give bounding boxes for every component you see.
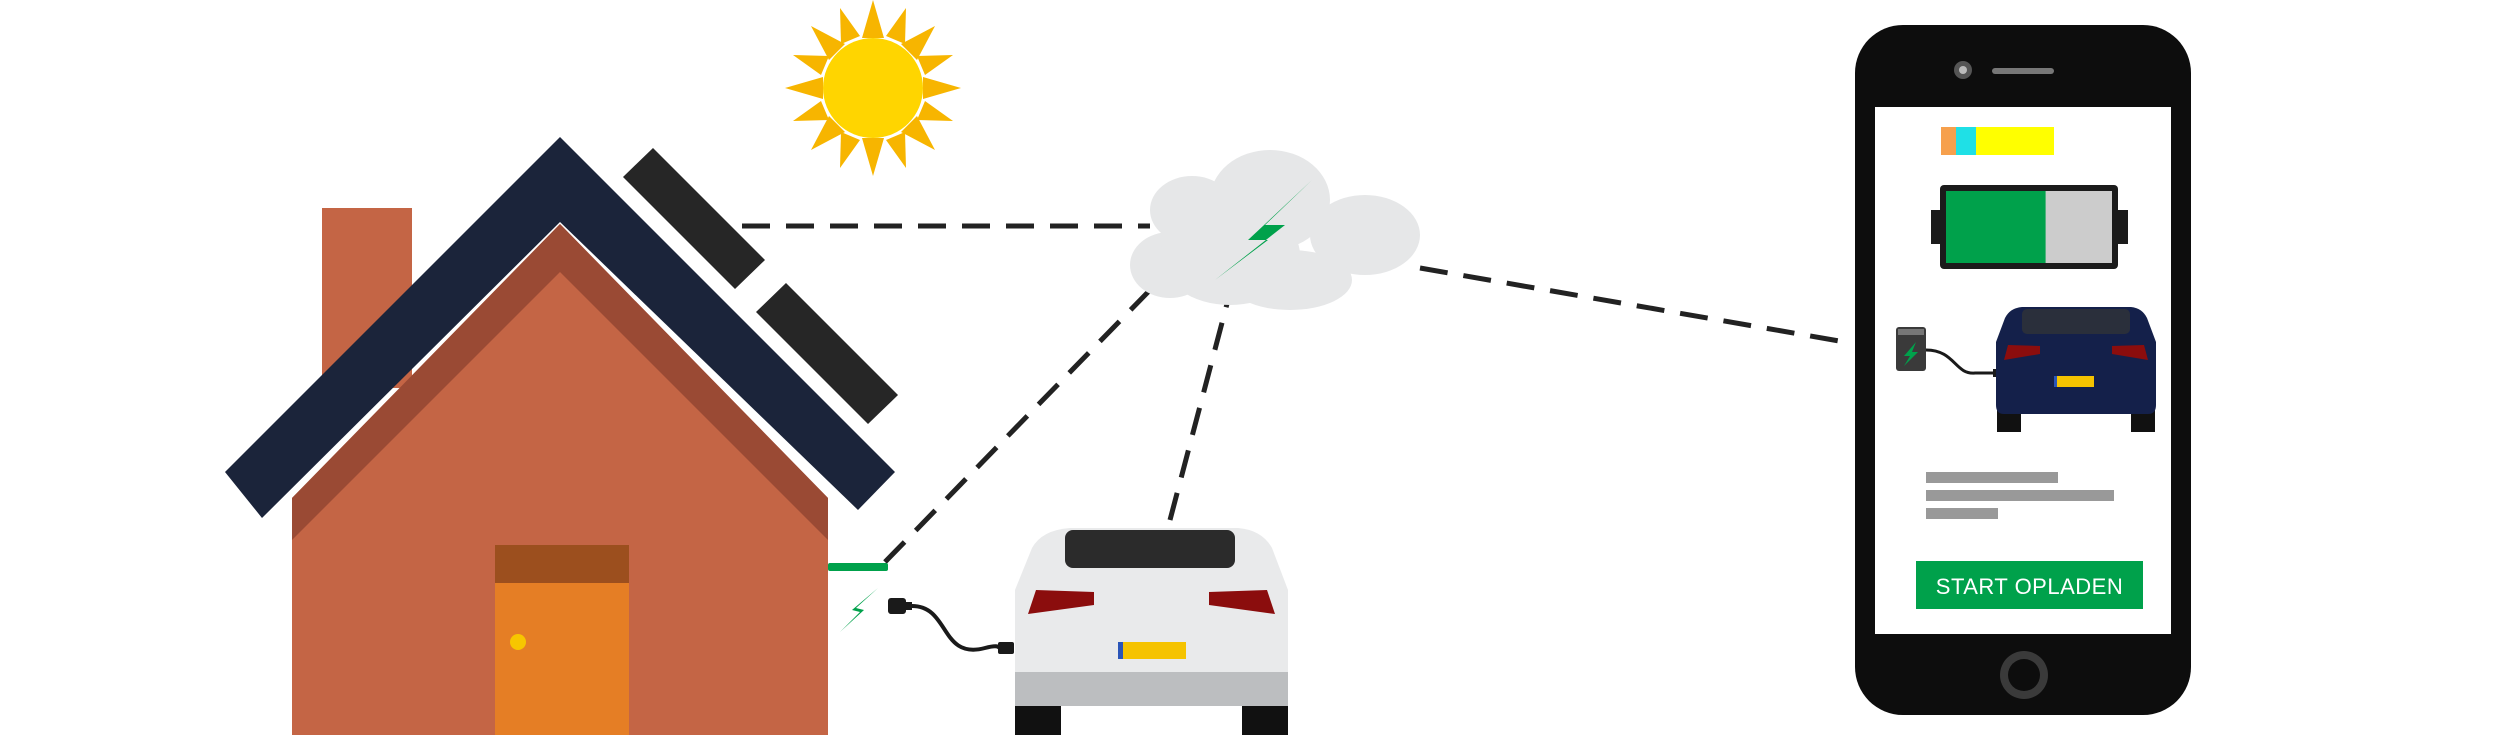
door — [495, 583, 629, 735]
line-charger-to-cloud — [883, 288, 1152, 564]
house — [225, 137, 898, 735]
status-strip — [1941, 127, 2054, 155]
sun-icon — [785, 0, 961, 176]
line-cloud-to-phone — [1419, 265, 1846, 345]
text-placeholder-lines — [1926, 472, 2114, 519]
house-roof — [225, 137, 895, 518]
car-taillight-left — [1028, 590, 1094, 614]
license-plate — [1118, 642, 1186, 659]
car-blue — [1996, 307, 2156, 432]
start-charging-button-label: START OPLADEN — [1936, 574, 2123, 599]
line-car-to-cloud — [1167, 299, 1231, 521]
battery-icon — [1931, 185, 2128, 269]
start-charging-button[interactable]: START OPLADEN — [1916, 561, 2143, 609]
charging-plug-icon — [888, 598, 906, 614]
wall-charger — [828, 563, 888, 571]
smartphone: START OPLADEN — [1855, 25, 2191, 715]
car-white — [1015, 528, 1288, 735]
battery-fill-level — [1946, 191, 2046, 263]
cloud-lightning-bolt-icon — [1215, 180, 1312, 280]
lightning-bolt-icon — [840, 588, 878, 632]
car-taillight-right — [1209, 590, 1275, 614]
door-lintel — [495, 545, 629, 583]
house-wall — [292, 224, 828, 735]
charging-cable — [888, 598, 1014, 654]
solar-panel-upper — [623, 148, 765, 289]
car-rear-window — [1065, 530, 1235, 568]
door-knob — [510, 634, 526, 650]
phone-speaker — [1992, 68, 2054, 74]
solar-panel-lower — [756, 283, 898, 424]
connection-lines — [742, 223, 1846, 564]
